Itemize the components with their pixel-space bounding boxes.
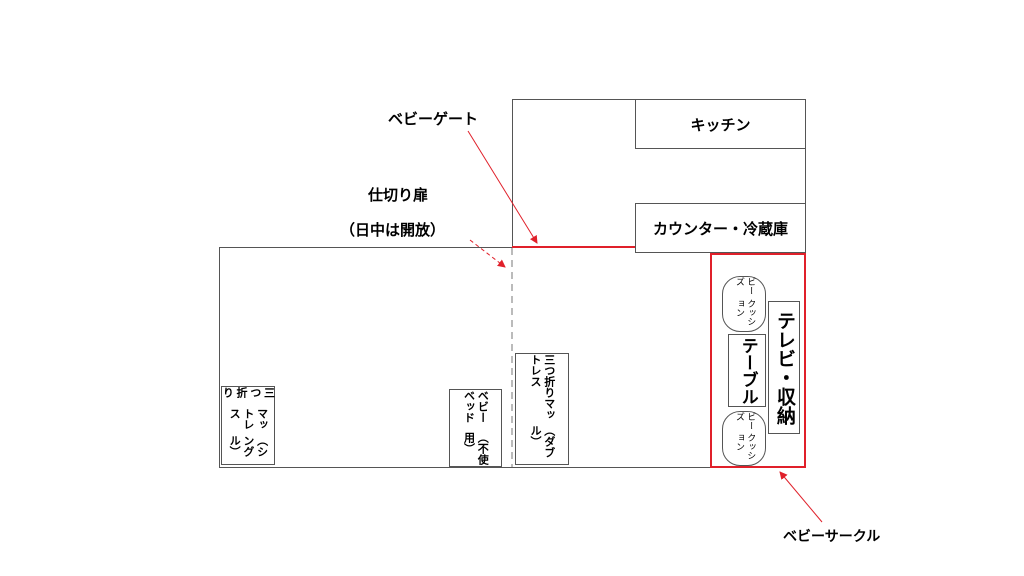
tv-storage: テレビ・収納	[768, 301, 800, 434]
cushion-top-line2: クッション	[734, 298, 756, 326]
bead-cushion-top: ビーズ クッション	[722, 276, 766, 332]
tv-label: テレビ・収納	[773, 310, 796, 425]
single-mattress-line3: （シングル）	[228, 434, 269, 457]
partition-door-label: 仕切り扉	[368, 186, 429, 204]
baby-circle	[710, 253, 806, 468]
baby-gate-arrow	[467, 130, 538, 244]
single-mattress: 三つ折り マットレス （シングル）	[221, 386, 276, 465]
baby-bed: ベビーベッド （不使用）	[449, 389, 502, 467]
baby-bed-line1: ベビーベッド	[462, 390, 490, 423]
table-label: テーブル	[737, 336, 758, 405]
counter-fridge: カウンター・冷蔵庫	[635, 203, 806, 253]
cushion-bottom-line1: ビーズ	[734, 412, 756, 430]
single-mattress-line2: マットレス	[228, 408, 269, 431]
partition-note: （日中は開放）	[340, 221, 446, 239]
single-mattress-line1: 三つ折り	[221, 387, 276, 398]
bead-cushion-bottom: ビーズ クッション	[722, 411, 766, 466]
partition-arrow	[469, 239, 506, 268]
double-mattress-line2: （ダブル）	[529, 425, 556, 459]
kitchen: キッチン	[635, 99, 806, 149]
baby-gate-label: ベビーゲート	[388, 110, 479, 128]
cushion-bottom-line2: クッション	[734, 433, 756, 461]
table: テーブル	[728, 334, 766, 407]
kitchen-label: キッチン	[690, 115, 751, 134]
cushion-top-line1: ビーズ	[734, 277, 756, 295]
baby-bed-line2: （不使用）	[462, 432, 490, 466]
baby-circle-arrow	[779, 471, 823, 523]
double-mattress-line1: 三つ折りマットレス	[529, 354, 556, 420]
baby-circle-label: ベビーサークル	[783, 529, 881, 545]
double-mattress: 三つ折りマットレス （ダブル）	[515, 353, 569, 465]
counter-label: カウンター・冷蔵庫	[652, 219, 788, 238]
